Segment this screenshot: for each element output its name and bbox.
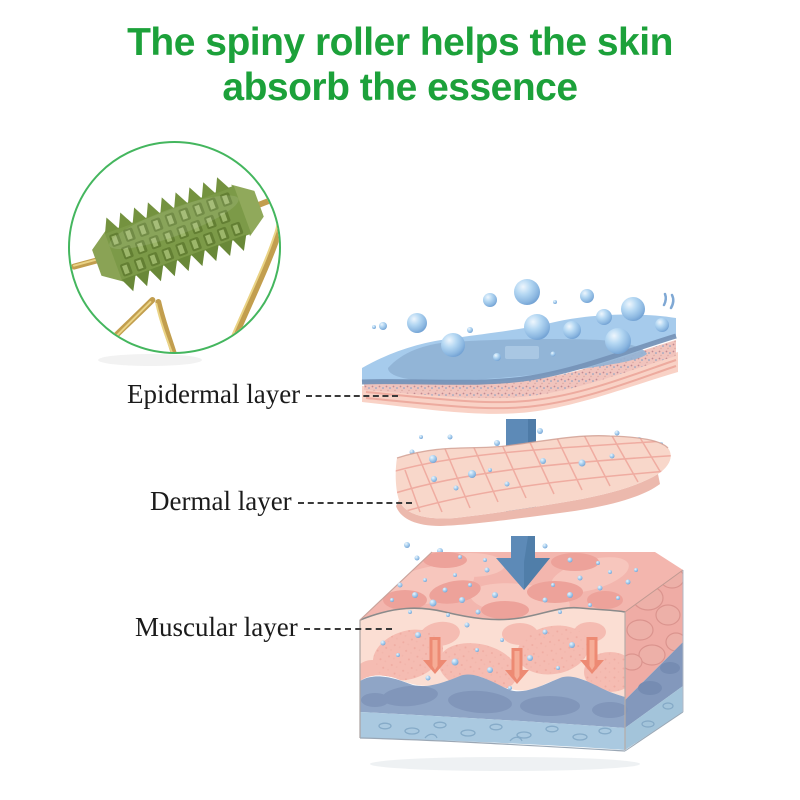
ground-shadows (98, 354, 640, 771)
muscular-layer-graphic (359, 551, 684, 752)
motion-marks (662, 292, 675, 310)
muscular-leader-line (303, 628, 392, 630)
dermal-layer-graphic (395, 435, 671, 526)
label-dermal-layer: Dermal layer (150, 486, 412, 517)
water-droplets-in-muscle (380, 622, 575, 693)
epidermis-stripe-lines (365, 359, 677, 410)
pressure-arrows (423, 637, 604, 684)
roller-top-spikes (105, 177, 230, 234)
absorption-arrow-head (496, 536, 550, 590)
page-title: The spiny roller helps the skin absorb t… (0, 20, 800, 110)
collagen-mesh (395, 435, 671, 515)
title-line-1: The spiny roller helps the skin (127, 21, 673, 64)
dermal-layer-text: Dermal layer (150, 486, 292, 516)
label-muscular-layer: Muscular layer (135, 612, 392, 643)
base-layer-squiggles (378, 721, 612, 742)
deep-layer-blobs (361, 685, 628, 718)
muscular-layer-text: Muscular layer (135, 612, 298, 642)
roller-spike-texture (109, 192, 244, 277)
label-epidermal-layer: Epidermal layer (127, 379, 399, 410)
epidermal-layer-graphic (361, 279, 678, 414)
block-outlines (359, 551, 684, 752)
water-droplets-on-muscle-top (390, 555, 638, 617)
water-droplets-surface (372, 279, 669, 361)
roller-bottom-spikes (121, 234, 247, 292)
epidermal-leader-line (306, 395, 399, 397)
epidermal-layer-text: Epidermal layer (127, 379, 301, 409)
jade-roller-head (92, 177, 264, 292)
title-line-2: absorb the essence (222, 66, 578, 109)
dermal-leader-line (297, 502, 412, 504)
water-droplets-on-dermis (429, 453, 615, 491)
